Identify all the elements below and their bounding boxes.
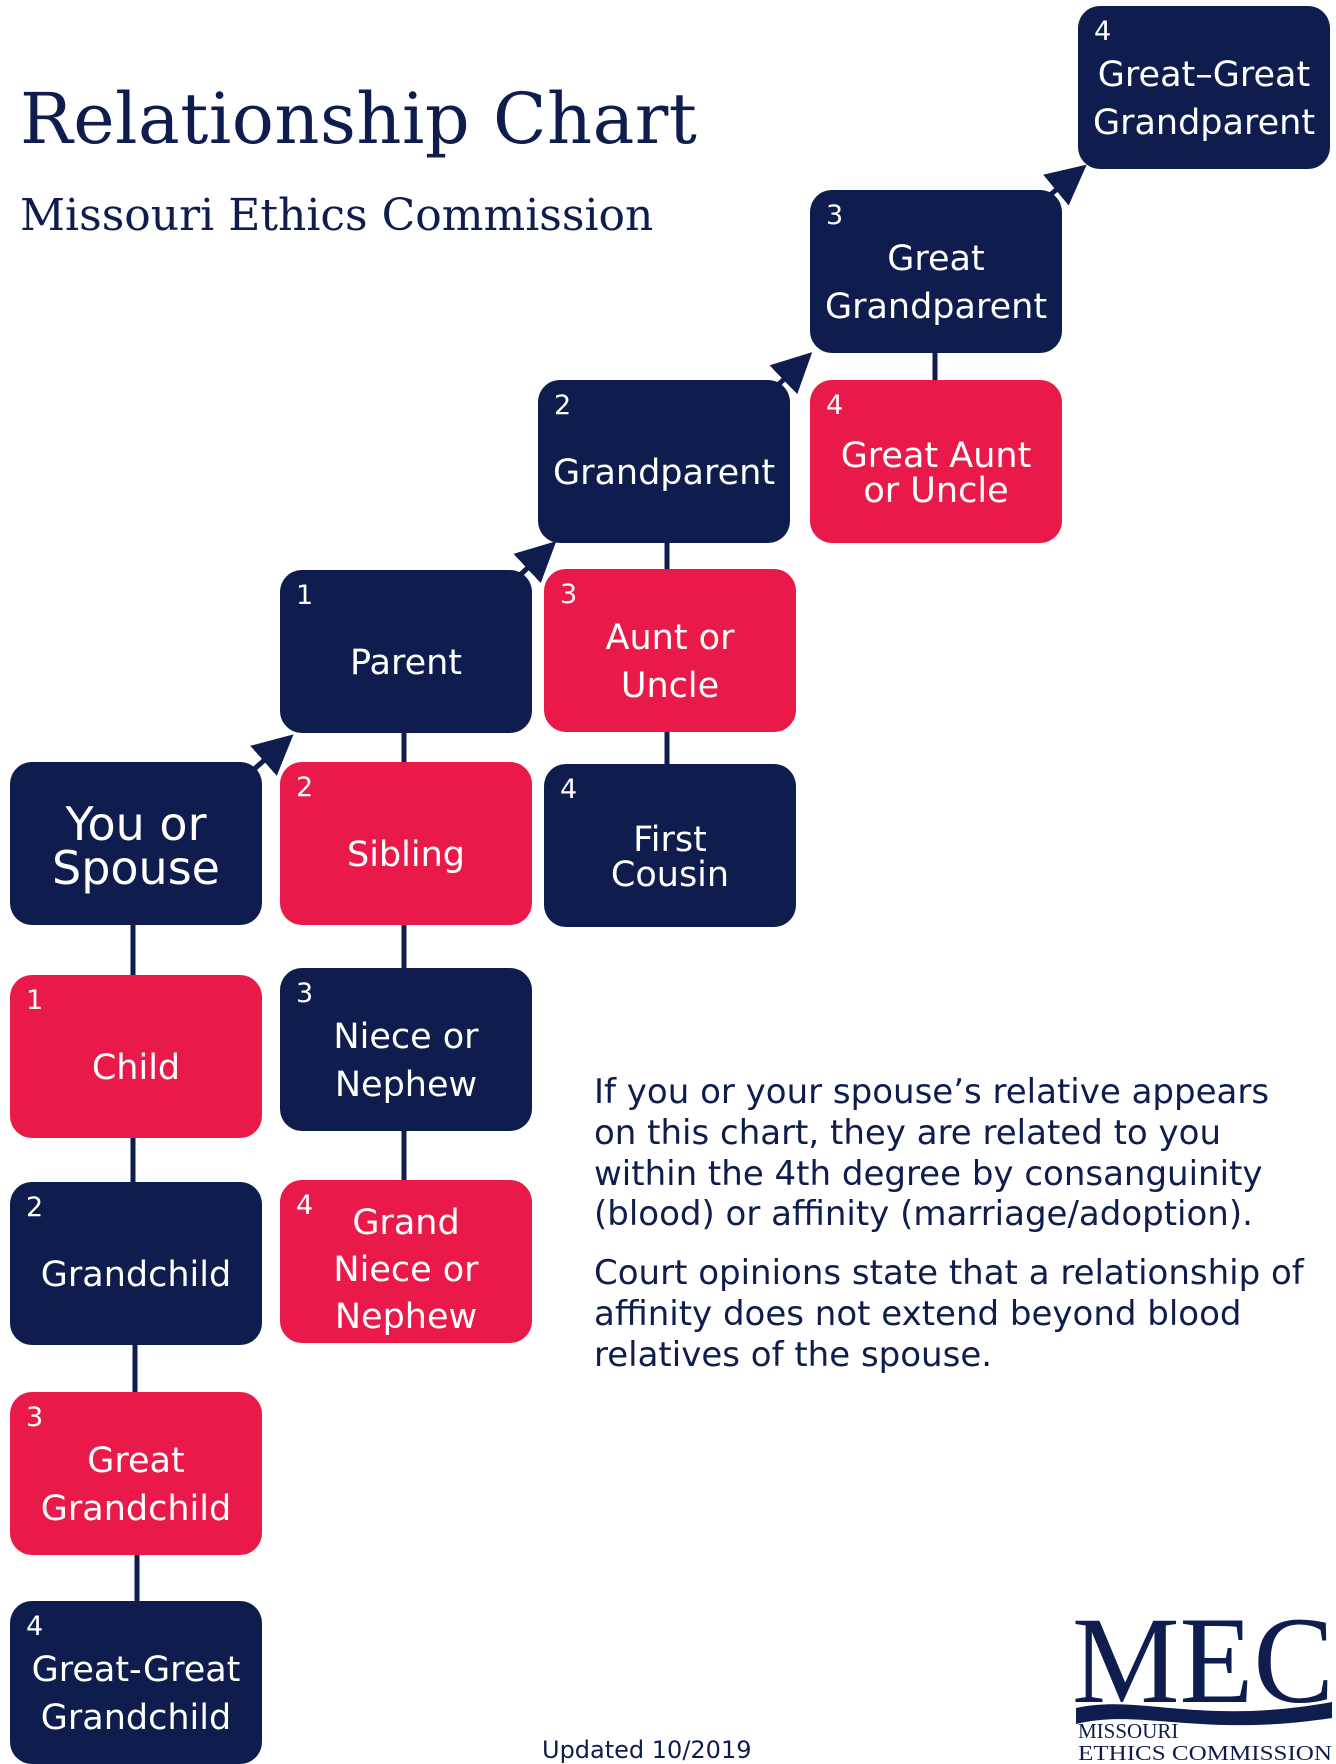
explanation-paragraph-2: Court opinions state that a relationship… bbox=[594, 1253, 1304, 1375]
degree-badge: 3 bbox=[26, 1402, 44, 1433]
relative-label-great-great-grandchild: Great-Great Grandchild bbox=[31, 1650, 241, 1738]
relative-label-self: You or Spouse bbox=[52, 796, 220, 895]
relative-label-first-cousin: First Cousin bbox=[610, 819, 730, 895]
relative-label-niece-nephew: Niece or Nephew bbox=[333, 1017, 479, 1105]
degree-badge: 3 bbox=[560, 579, 578, 610]
relative-label-grandchild: Grandchild bbox=[40, 1254, 232, 1295]
logo-line-2: ETHICS COMMISSION bbox=[1078, 1741, 1332, 1762]
degree-badge: 3 bbox=[296, 978, 314, 1009]
relative-label-sibling: Sibling bbox=[346, 834, 465, 875]
relative-label-great-great-grandparent: Great–Great Grandparent bbox=[1092, 55, 1316, 143]
relative-box-parent: 1 Parent bbox=[280, 570, 532, 733]
relative-box-sibling: 2 Sibling bbox=[280, 762, 532, 925]
degree-badge: 4 bbox=[296, 1190, 314, 1221]
relative-box-great-great-grandchild: 4 Great-Great Grandchild bbox=[10, 1601, 262, 1764]
degree-badge: 4 bbox=[826, 390, 844, 421]
page-title: Relationship Chart bbox=[20, 78, 698, 160]
relative-box-great-great-grandparent: 4 Great–Great Grandparent bbox=[1078, 6, 1330, 169]
logo-wave-icon bbox=[1076, 1702, 1332, 1726]
arrow-grandparent-greatgrandparent bbox=[769, 352, 813, 395]
relative-box-niece-nephew: 3 Niece or Nephew bbox=[280, 968, 532, 1131]
degree-badge: 2 bbox=[554, 390, 572, 421]
relative-box-great-aunt-uncle: 4 Great Aunt or Uncle bbox=[810, 380, 1062, 543]
degree-badge: 4 bbox=[560, 774, 578, 805]
degree-badge: 2 bbox=[26, 1192, 44, 1223]
arrow-parent-grandparent bbox=[513, 541, 557, 584]
relative-box-grandparent: 2 Grandparent bbox=[538, 380, 790, 543]
relative-label-child: Child bbox=[91, 1047, 181, 1088]
arrow-greatgrandparent-greatgreatgrandparent bbox=[1043, 164, 1087, 206]
arrow-self-parent bbox=[250, 734, 294, 776]
relative-label-parent: Parent bbox=[349, 642, 463, 683]
relative-box-first-cousin: 4 First Cousin bbox=[544, 764, 796, 927]
mec-logo: MEC MISSOURI ETHICS COMMISSION bbox=[1072, 1600, 1334, 1762]
relative-label-grandparent: Grandparent bbox=[552, 452, 776, 493]
degree-badge: 3 bbox=[826, 200, 844, 231]
relative-label-great-grandparent: Great Grandparent bbox=[824, 239, 1048, 327]
relative-box-grand-niece-nephew: 4 Grand Niece or Nephew bbox=[280, 1180, 532, 1343]
relative-label-aunt-uncle: Aunt or Uncle bbox=[605, 618, 735, 706]
explanation-paragraph-1: If you or your spouse’s relative appears… bbox=[594, 1072, 1270, 1235]
relative-box-aunt-uncle: 3 Aunt or Uncle bbox=[544, 569, 796, 732]
degree-badge: 1 bbox=[26, 985, 44, 1016]
relative-box-self: You or Spouse bbox=[10, 762, 262, 925]
relative-box-child: 1 Child bbox=[10, 975, 262, 1138]
degree-badge: 2 bbox=[296, 772, 314, 803]
logo-line-1: MISSOURI bbox=[1078, 1719, 1178, 1743]
degree-badge: 4 bbox=[26, 1611, 44, 1642]
relative-box-great-grandchild: 3 Great Grandchild bbox=[10, 1392, 262, 1555]
relative-label-grand-niece-nephew: Grand Niece or Nephew bbox=[333, 1202, 479, 1338]
degree-badge: 1 bbox=[296, 580, 314, 611]
relative-label-great-aunt-uncle: Great Aunt or Uncle bbox=[840, 435, 1032, 511]
relative-label-great-grandchild: Great Grandchild bbox=[40, 1441, 232, 1529]
degree-badge: 4 bbox=[1094, 16, 1112, 47]
page-subtitle: Missouri Ethics Commission bbox=[20, 190, 654, 241]
relative-box-great-grandparent: 3 Great Grandparent bbox=[810, 190, 1062, 353]
relative-box-grandchild: 2 Grandchild bbox=[10, 1182, 262, 1345]
updated-date: Updated 10/2019 bbox=[542, 1736, 752, 1764]
